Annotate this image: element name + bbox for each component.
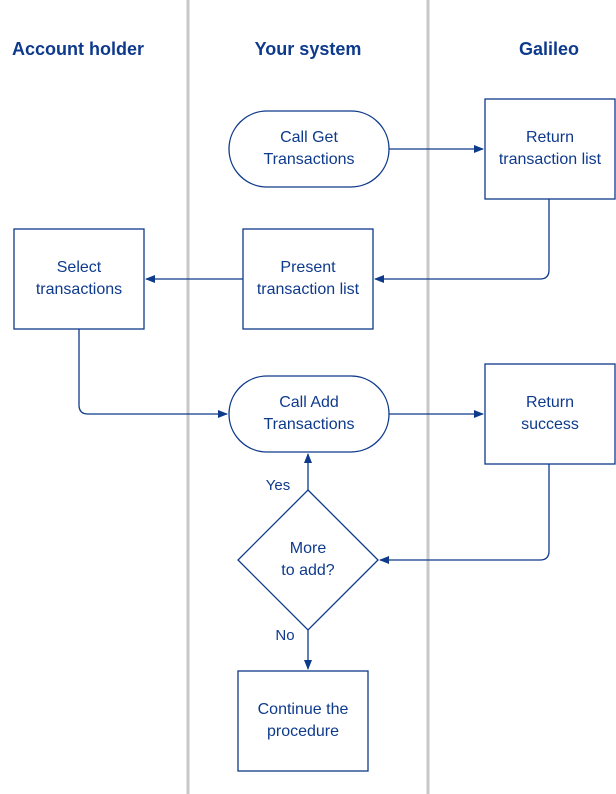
edge-return-success-to-decision (379, 464, 550, 564)
lane-title-galileo: Galileo (518, 39, 580, 59)
edge-select-to-call-add (78, 329, 228, 418)
continue-procedure-node (237, 670, 369, 772)
edge-label-yes: Yes (265, 477, 291, 494)
return-transaction-list-node (484, 98, 616, 200)
lane-title-your-system: Your system (254, 39, 362, 59)
edge-return-list-to-present (374, 199, 550, 283)
lane-title-account-holder: Account holder (11, 39, 144, 59)
select-transactions-node (13, 228, 145, 330)
edge-label-no: No (275, 627, 295, 644)
return-success-node (484, 363, 616, 465)
